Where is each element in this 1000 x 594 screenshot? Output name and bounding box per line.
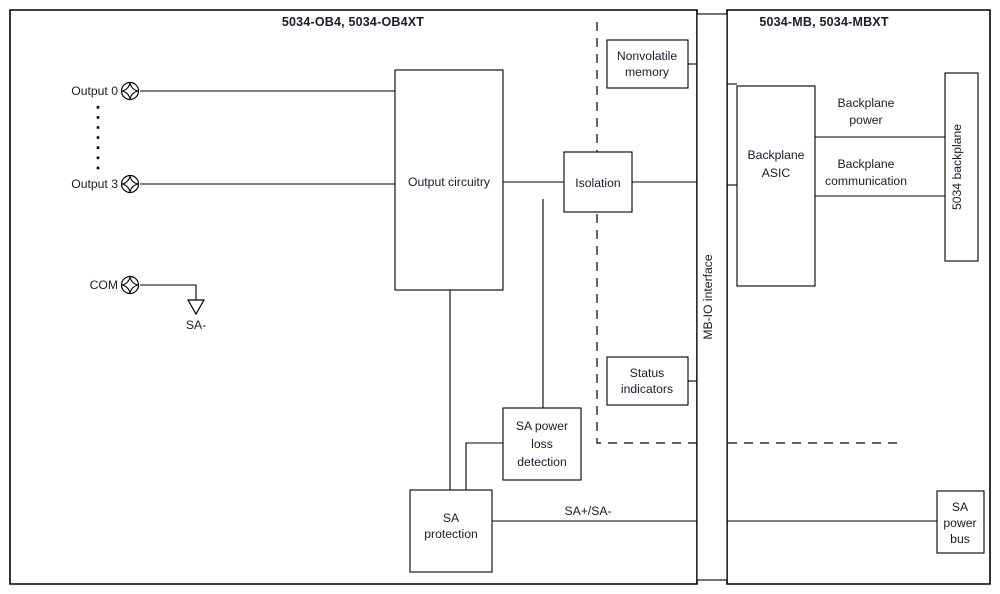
left-module-frame xyxy=(9,9,698,585)
block-backplane-asic-label-line2: ASIC xyxy=(762,166,791,180)
wire-label-sa-plus-sa-minus: SA+/SA- xyxy=(564,504,611,518)
block-5034-backplane-label: 5034 backplane xyxy=(950,124,964,210)
wire-sa-power-loss-detection-to-sa-protection xyxy=(465,442,503,490)
block-sa-power-bus[interactable] xyxy=(936,490,985,554)
block-sa-power-loss-detection-label-line3: detection xyxy=(517,455,566,469)
block-sa-power-loss-detection[interactable] xyxy=(502,407,582,481)
block-isolation[interactable] xyxy=(563,151,633,213)
block-nonvolatile-memory-label-line1: Nonvolatile xyxy=(617,49,678,63)
block-sa-power-bus-label-line3: bus xyxy=(950,532,970,546)
wire-com-to-sa-minus xyxy=(140,284,197,300)
block-output-circuitry-label: Output circuitry xyxy=(408,175,491,189)
block-status-indicators[interactable] xyxy=(606,356,689,406)
block-sa-power-bus-label-line1: SA xyxy=(952,500,969,514)
sa-minus-arrow-icon xyxy=(186,299,206,316)
wire-label-backplane-communication-line1: Backplane xyxy=(838,157,895,171)
left-module-title: 5034-OB4, 5034-OB4XT xyxy=(282,15,424,29)
block-sa-power-loss-detection-label-line1: SA power xyxy=(516,419,568,433)
block-sa-power-bus-label-line2: power xyxy=(943,516,976,530)
block-backplane-asic[interactable] xyxy=(736,85,816,287)
block-backplane-asic-label-line1: Backplane xyxy=(748,148,805,162)
isolation-boundary-dashed-line xyxy=(596,22,697,444)
terminal-label-com: COM xyxy=(90,278,118,292)
wire-label-backplane-power-line1: Backplane xyxy=(838,96,895,110)
block-output-circuitry[interactable] xyxy=(394,69,504,291)
wire-label-backplane-power-line2: power xyxy=(849,113,882,127)
terminal-label-output-3: Output 3 xyxy=(71,177,118,191)
block-sa-protection-label-line2: protection xyxy=(424,527,478,541)
wire-label-backplane-communication-line2: communication xyxy=(825,174,907,188)
screw-terminal-icon-com[interactable] xyxy=(120,275,140,295)
block-5034-backplane[interactable] xyxy=(944,72,979,262)
block-sa-protection[interactable] xyxy=(409,489,493,573)
block-mb-io-interface-label: MB-IO interface xyxy=(701,254,715,340)
block-status-indicators-label-line2: indicators xyxy=(621,382,673,396)
block-status-indicators-label-line1: Status xyxy=(630,366,665,380)
sa-minus-label: SA- xyxy=(186,318,206,332)
terminal-label-output-0: Output 0 xyxy=(71,84,118,98)
block-sa-power-loss-detection-label-line2: loss xyxy=(531,437,553,451)
screw-terminal-icon-output-3[interactable] xyxy=(120,174,140,194)
right-module-title: 5034-MB, 5034-MBXT xyxy=(759,15,889,29)
block-sa-protection-label-line1: SA xyxy=(443,511,460,525)
block-nonvolatile-memory[interactable] xyxy=(606,39,689,89)
block-mb-io-interface[interactable] xyxy=(696,13,728,581)
block-isolation-label: Isolation xyxy=(575,176,620,190)
screw-terminal-icon-output-0[interactable] xyxy=(120,81,140,101)
block-nonvolatile-memory-label-line2: memory xyxy=(625,65,670,79)
